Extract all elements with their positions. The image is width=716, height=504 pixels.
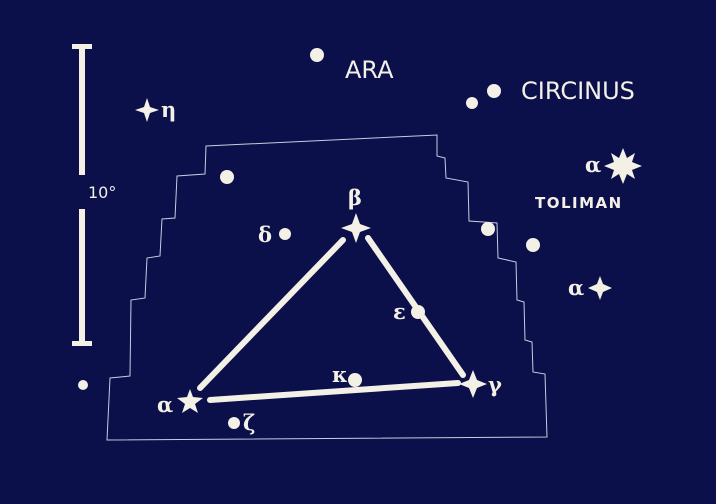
four-point-star-icon <box>341 213 371 243</box>
four-point-stars <box>135 98 612 398</box>
dot-star-icon <box>78 380 88 390</box>
toliman-core <box>617 160 629 172</box>
line-alpha-beta <box>197 237 346 391</box>
star-label-alpha-centauri: α <box>585 152 601 177</box>
star-label-gamma: γ <box>488 372 502 397</box>
line-alpha-gamma <box>207 380 461 403</box>
star-kappa <box>348 373 362 387</box>
scale-label: 10° <box>88 183 116 202</box>
star-delta <box>279 228 291 240</box>
star-label-epsilon: ε <box>393 299 406 324</box>
dot-star-icon <box>466 97 478 109</box>
dot-star-icon <box>487 84 501 98</box>
star-zeta <box>228 417 240 429</box>
dot-star-icon <box>220 170 234 184</box>
star-epsilon <box>411 305 425 319</box>
scale-bar-label-gap <box>76 175 88 209</box>
dot-star-icon <box>310 48 324 62</box>
dot-star-icon <box>526 238 540 252</box>
scale-bar-bottom-cap <box>72 341 92 346</box>
constellation-boundary <box>106 134 548 441</box>
star-label-alpha-centauri-b: α <box>568 275 584 300</box>
star-label-eta: η <box>161 97 176 122</box>
dot-star-icon <box>481 222 495 236</box>
star-label-zeta: ζ <box>243 410 255 435</box>
star-label-delta: δ <box>258 222 272 247</box>
star-label-kappa: κ <box>332 362 348 387</box>
star-label-toliman: TOLIMAN <box>535 194 623 212</box>
four-point-star-icon <box>588 276 612 300</box>
scale-bar <box>72 44 92 346</box>
five-point-star-icon <box>177 389 203 413</box>
four-point-star-icon <box>135 98 159 122</box>
constellation-label-ara: ARA <box>345 56 394 84</box>
star-label-alpha-triangle: α <box>157 392 173 417</box>
field-stars <box>78 48 540 429</box>
four-point-star-icon <box>459 370 487 398</box>
toliman-star <box>604 148 642 184</box>
constellation-label-circinus: CIRCINUS <box>521 77 635 105</box>
star-label-beta: β <box>348 185 362 210</box>
